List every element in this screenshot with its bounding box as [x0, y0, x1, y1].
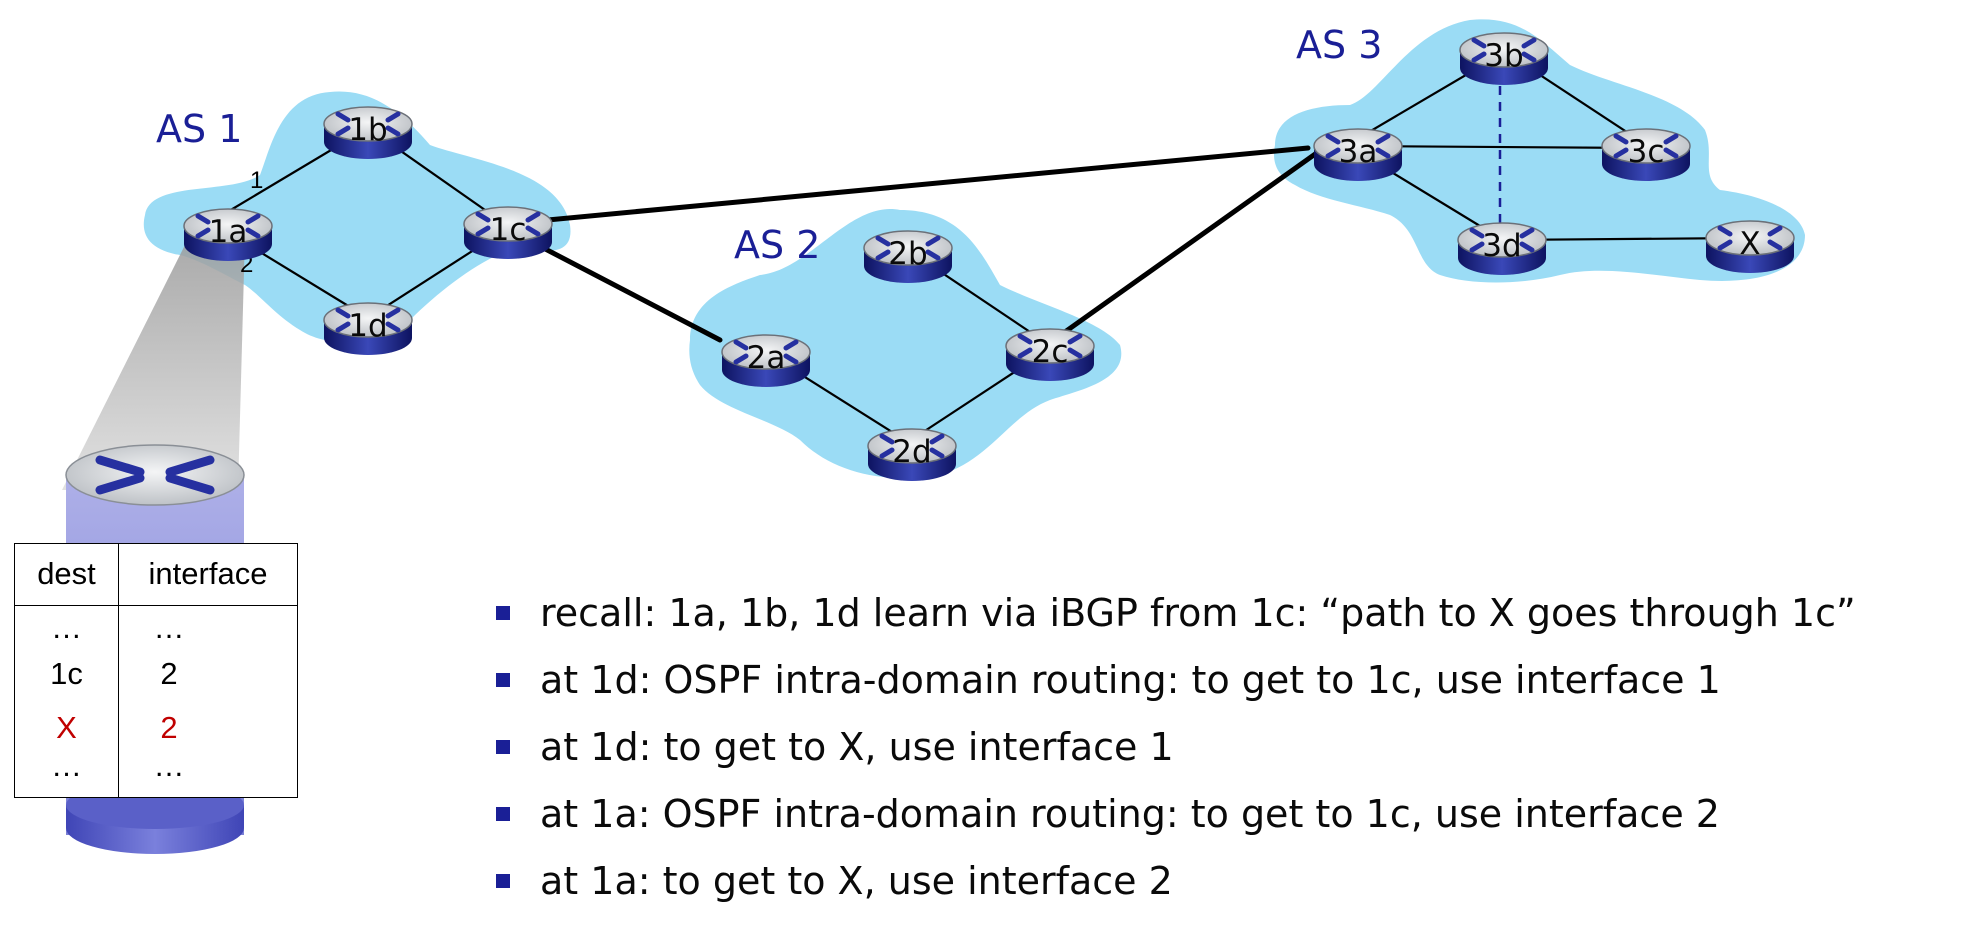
bullet-square-icon — [496, 874, 510, 888]
as3-label: AS 3 — [1296, 23, 1382, 67]
bullet-square-icon — [496, 673, 510, 687]
router-1c-label: 1c — [490, 212, 527, 248]
router-1a: 1a — [184, 209, 272, 261]
ebgp-link-1c-3a — [502, 145, 1311, 227]
bullet-item: recall: 1a, 1b, 1d learn via iBGP from 1… — [492, 592, 1972, 659]
as1-label: AS 1 — [156, 107, 242, 151]
router-1b-label: 1b — [348, 112, 387, 148]
as2-cloud — [689, 209, 1122, 479]
forwarding-table-header — [15, 544, 297, 606]
router-x: X — [1706, 221, 1794, 273]
as2-label: AS 2 — [734, 223, 820, 267]
table-row-dest-highlight: X — [56, 710, 77, 745]
bullet-item: at 1a: to get to X, use interface 2 — [492, 860, 1972, 927]
as1-cloud — [143, 91, 571, 343]
table-row-dest: 1c — [50, 656, 83, 691]
bullet-square-icon — [496, 740, 510, 754]
router-2c-label: 2c — [1032, 334, 1069, 370]
header-interface: interface — [148, 556, 268, 591]
bullet-square-icon — [496, 807, 510, 821]
forwarding-table-divider — [118, 544, 119, 797]
router-3c-label: 3c — [1628, 134, 1665, 170]
bullet-text: at 1d: to get to X, use interface 1 — [540, 725, 1174, 769]
bullet-item: at 1d: to get to X, use interface 1 — [492, 726, 1972, 793]
router-3a: 3a — [1314, 129, 1402, 181]
bullet-text: recall: 1a, 1b, 1d learn via iBGP from 1… — [540, 591, 1856, 635]
router-2d-label: 2d — [892, 434, 931, 470]
header-dest: dest — [37, 556, 96, 591]
router-x-label: X — [1739, 226, 1760, 262]
ebgp-link-2c-3a — [1045, 149, 1321, 347]
table-row-interface: … — [153, 610, 185, 645]
bullet-list: recall: 1a, 1b, 1d learn via iBGP from 1… — [492, 592, 1972, 927]
router-3d-label: 3d — [1482, 228, 1521, 264]
table-row-interface: 2 — [160, 656, 178, 691]
router-1b: 1b — [324, 107, 412, 159]
router-2b-label: 2b — [888, 236, 927, 272]
table-row-interface-highlight: 2 — [160, 710, 178, 745]
interface-1-label: 1 — [250, 167, 263, 194]
router-1c: 1c — [464, 207, 552, 259]
router-3b-label: 3b — [1484, 38, 1523, 74]
table-row-interface: … — [153, 748, 185, 783]
router-2d: 2d — [868, 429, 956, 481]
bullet-text: at 1a: to get to X, use interface 2 — [540, 859, 1173, 903]
router-2b: 2b — [864, 231, 952, 283]
router-3b: 3b — [1460, 33, 1548, 85]
router-2a: 2a — [722, 335, 810, 387]
router-3d: 3d — [1458, 223, 1546, 275]
bullet-item: at 1a: OSPF intra-domain routing: to get… — [492, 793, 1972, 860]
zoom-beam — [62, 235, 245, 490]
forwarding-table: dest interface … … 1c 2 X 2 … … — [14, 543, 298, 798]
router-1a-label: 1a — [209, 214, 248, 250]
bullet-text: at 1d: OSPF intra-domain routing: to get… — [540, 658, 1721, 702]
table-row-dest: … — [51, 748, 82, 783]
router-3a-label: 3a — [1339, 134, 1378, 170]
bullet-text: at 1a: OSPF intra-domain routing: to get… — [540, 792, 1720, 836]
router-3c: 3c — [1602, 129, 1690, 181]
bullet-square-icon — [496, 606, 510, 620]
bullet-item: at 1d: OSPF intra-domain routing: to get… — [492, 659, 1972, 726]
router-2c: 2c — [1006, 329, 1094, 381]
router-1d: 1d — [324, 303, 412, 355]
table-row-dest: … — [51, 610, 82, 645]
router-1d-label: 1d — [348, 308, 387, 344]
as3-cloud — [1274, 19, 1805, 283]
router-2a-label: 2a — [747, 340, 786, 376]
